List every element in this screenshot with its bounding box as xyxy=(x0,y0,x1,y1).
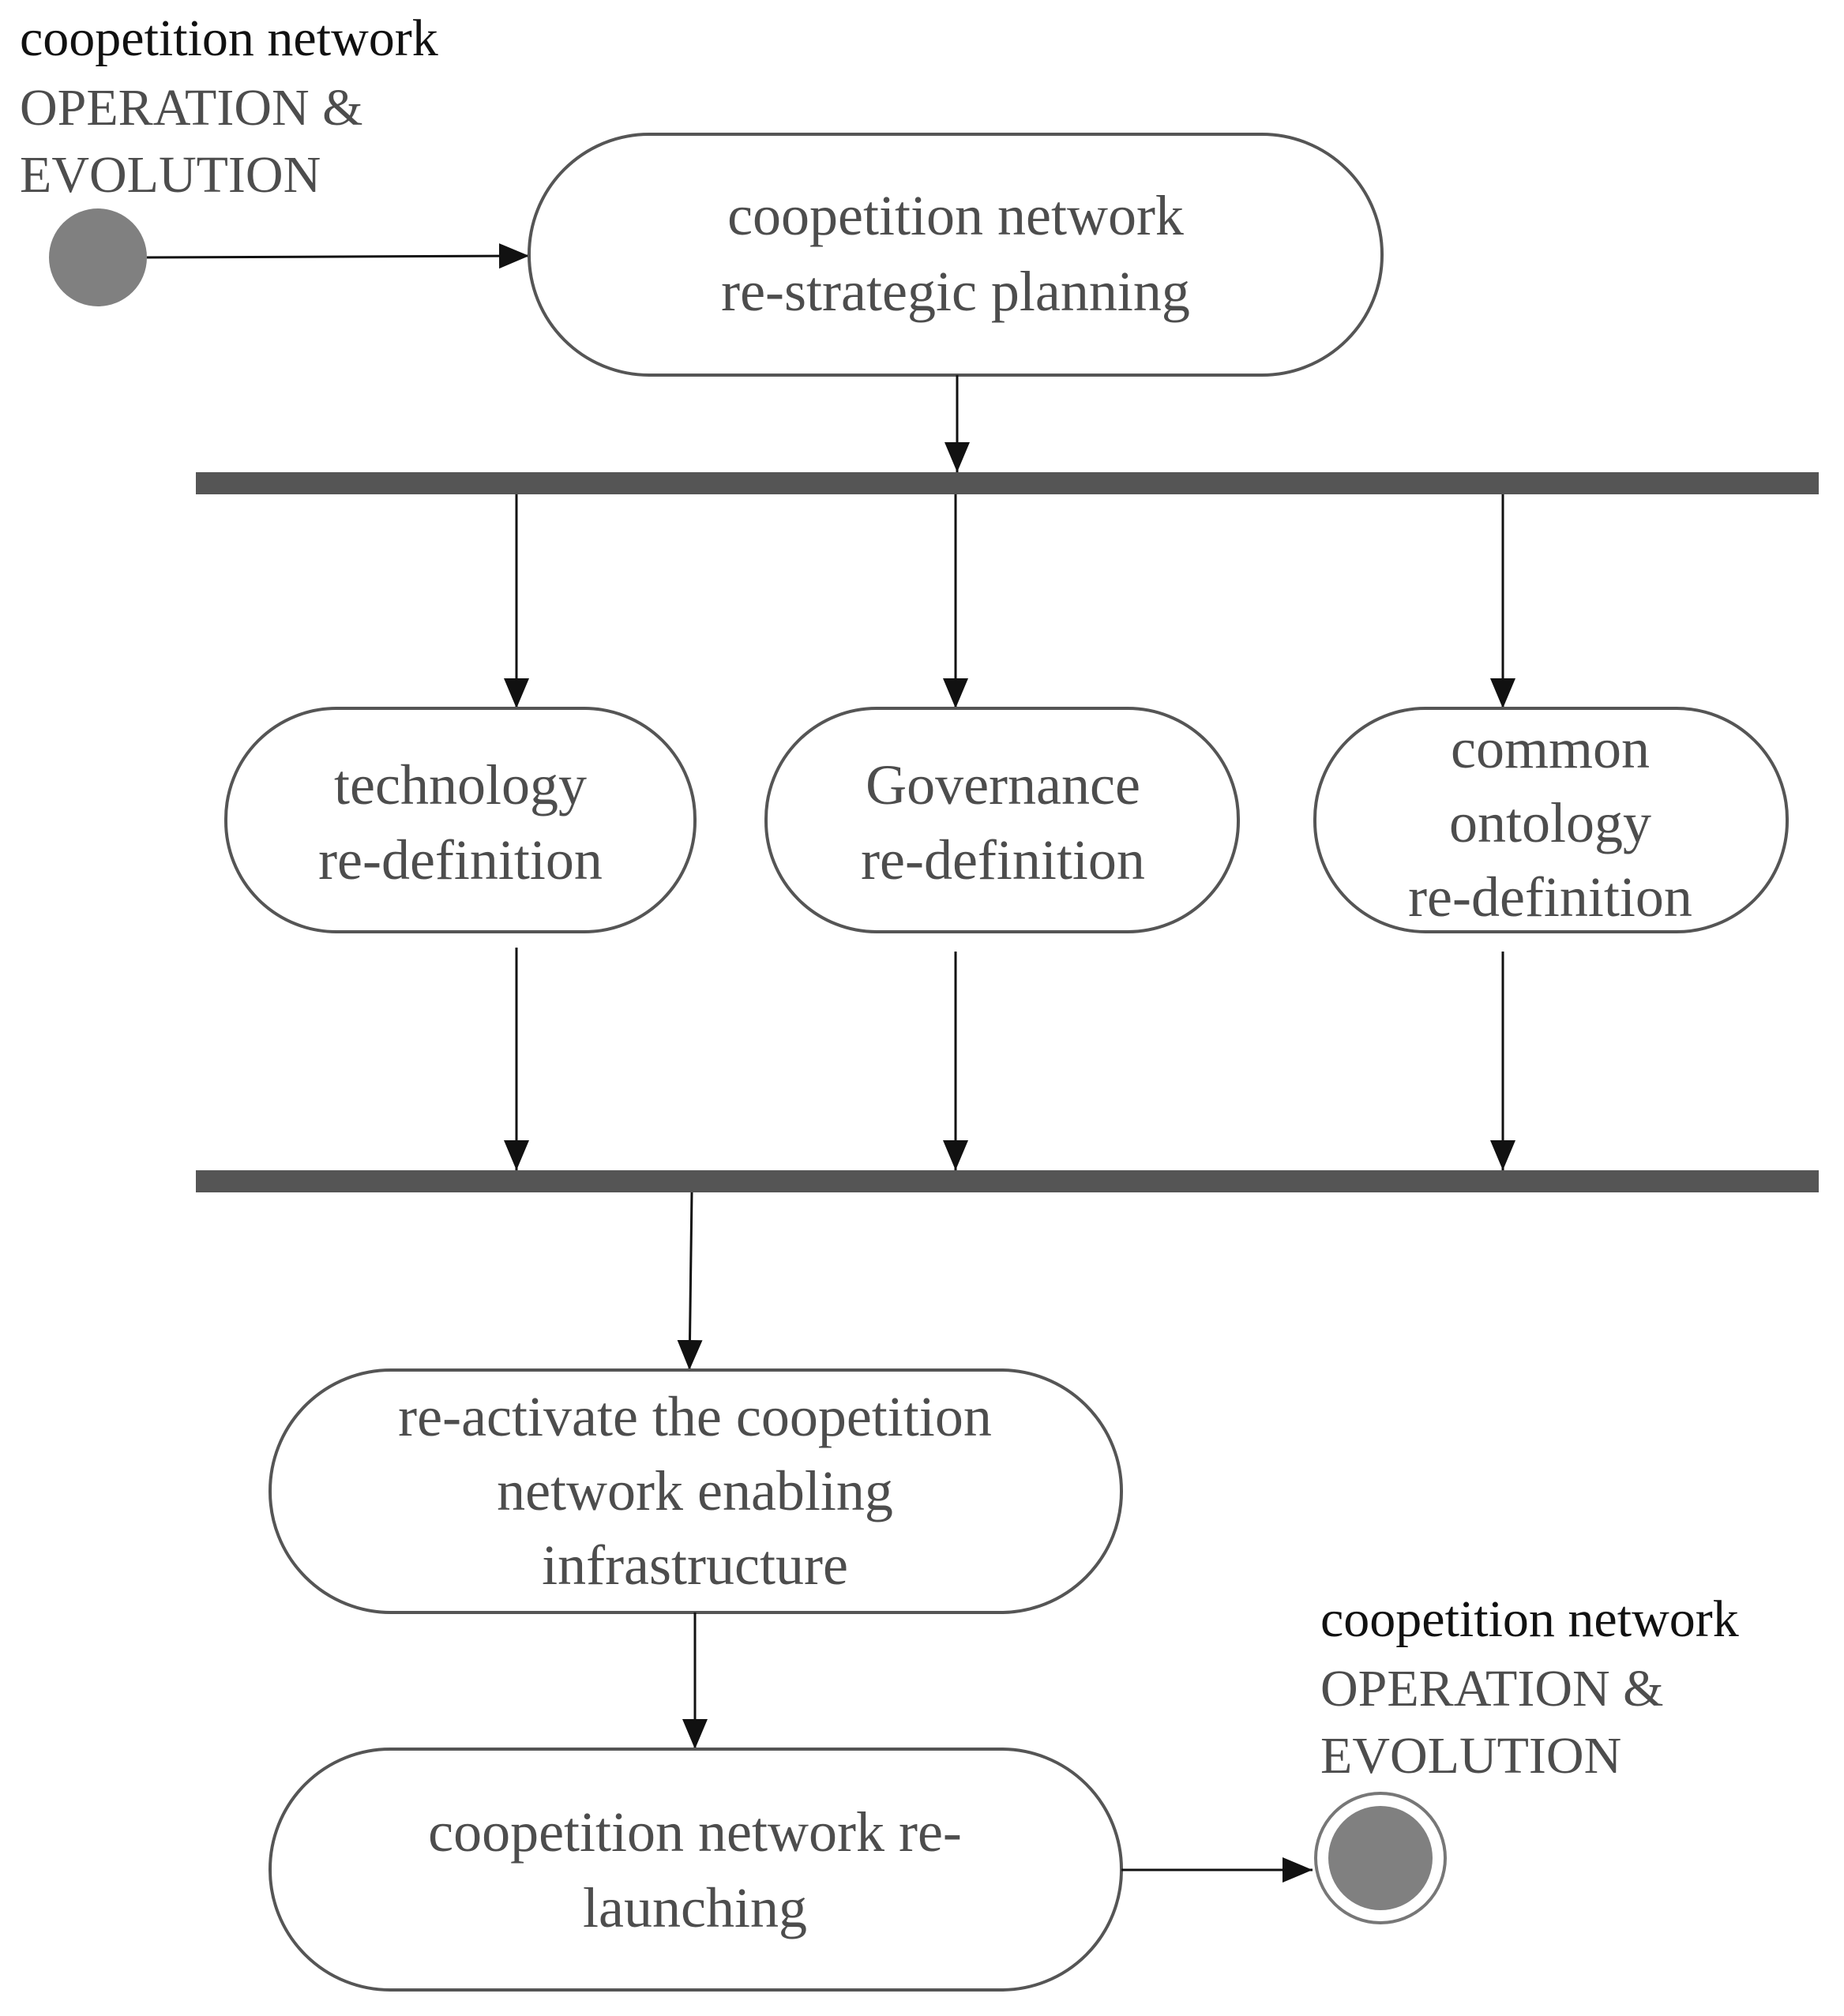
node-governance-line2: re-definition xyxy=(861,828,1145,892)
node-relaunching-line2: launching xyxy=(583,1876,807,1939)
initial-node xyxy=(49,208,147,306)
node-technology-line1: technology xyxy=(334,753,587,817)
node-reactivate-line3: infrastructure xyxy=(542,1534,848,1597)
edge-join-to-reactivate xyxy=(677,1192,703,1371)
node-technology-line2: re-definition xyxy=(318,828,603,892)
node-ontology-line2: ontology xyxy=(1449,791,1651,854)
node-ontology: common ontology re-definition xyxy=(1313,707,1789,933)
node-reactivate: re-activate the coopetition network enab… xyxy=(269,1368,1123,1614)
node-governance: Governance re-definition xyxy=(764,707,1240,933)
edge-initial-to-planning xyxy=(146,243,530,269)
node-governance-line1: Governance xyxy=(866,753,1140,817)
start-label-line2: OPERATION & xyxy=(20,79,363,137)
node-reactivate-line1: re-activate the coopetition xyxy=(398,1385,992,1448)
end-label-line2: OPERATION & xyxy=(1320,1660,1664,1718)
fork-bar xyxy=(196,472,1819,494)
node-planning-line2: re-strategic planning xyxy=(721,260,1190,323)
final-node xyxy=(1314,1792,1447,1924)
node-reactivate-line2: network enabling xyxy=(497,1459,893,1522)
join-bar xyxy=(196,1170,1819,1192)
node-relaunching-line1: coopetition network re- xyxy=(428,1800,962,1864)
node-technology: technology re-definition xyxy=(224,707,697,933)
end-label-line1: coopetition network xyxy=(1320,1590,1739,1648)
node-planning-line1: coopetition network xyxy=(727,184,1184,247)
end-label-line3: EVOLUTION xyxy=(1320,1727,1621,1785)
node-planning: coopetition network re-strategic plannin… xyxy=(528,133,1384,377)
start-label-line3: EVOLUTION xyxy=(20,146,321,204)
node-ontology-line3: re-definition xyxy=(1408,865,1692,929)
node-ontology-line1: common xyxy=(1451,717,1650,780)
node-relaunching: coopetition network re- launching xyxy=(269,1748,1123,1992)
start-label-line1: coopetition network xyxy=(20,9,438,67)
